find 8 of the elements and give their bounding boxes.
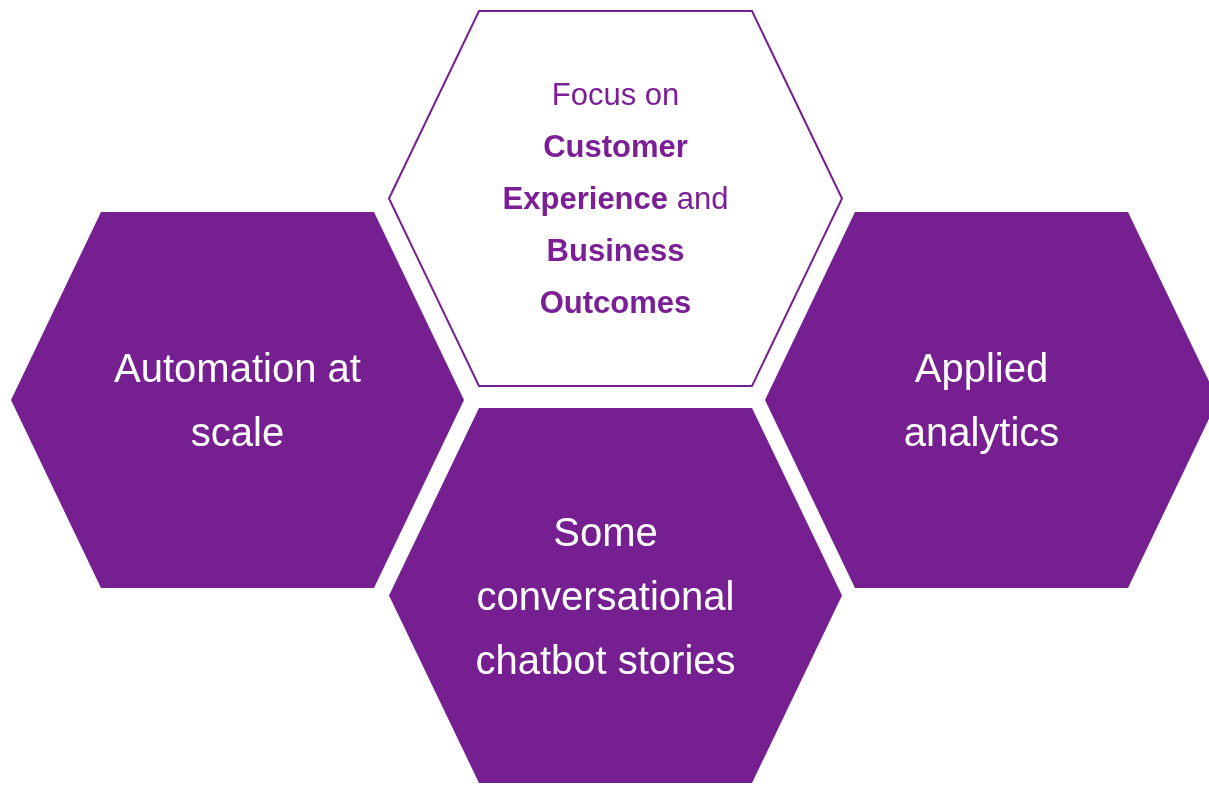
hexagon — [10, 211, 465, 589]
hexagon-label: Focus on Customer Experience and Business Outcomes — [501, 75, 730, 322]
hexagon-label: Automation at scale — [113, 345, 362, 456]
hexagon — [388, 407, 843, 784]
hexagon-label: Applied analytics — [902, 345, 1061, 456]
hexagon — [764, 211, 1209, 589]
hexagon — [388, 10, 843, 387]
hexagon-label: Some conversational chatbot stories — [474, 508, 737, 684]
